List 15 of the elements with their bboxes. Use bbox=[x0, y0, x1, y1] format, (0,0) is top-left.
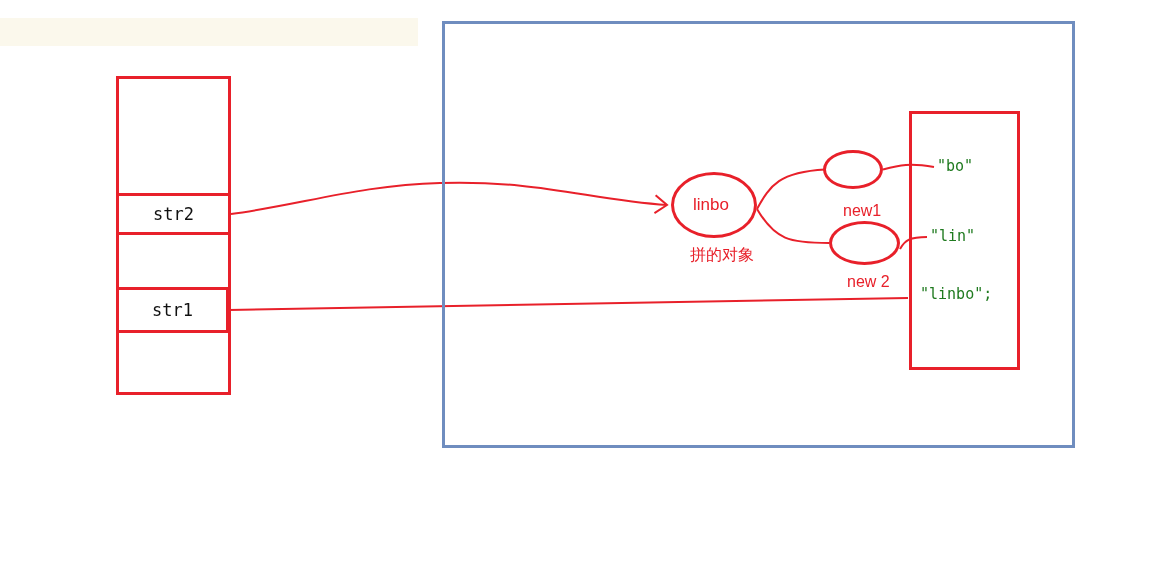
connector-arrow bbox=[230, 181, 668, 215]
stack-frame bbox=[116, 76, 231, 395]
variable-name: str1 bbox=[152, 300, 193, 320]
variable-cell bbox=[116, 287, 229, 333]
string-literal: "lin" bbox=[930, 227, 978, 247]
string-literal: "linbo"; bbox=[920, 285, 995, 305]
variable-name: str2 bbox=[153, 204, 194, 224]
annotation-text: new1 bbox=[843, 202, 882, 220]
heap-area bbox=[442, 21, 1075, 448]
string-literal: "bo" bbox=[937, 157, 975, 177]
object-label: linbo bbox=[693, 195, 729, 215]
variable-cell bbox=[116, 193, 231, 235]
object-ellipse bbox=[823, 150, 883, 189]
string-pool-box bbox=[909, 111, 1020, 370]
annotation-text: 拼的对象 bbox=[690, 245, 754, 265]
